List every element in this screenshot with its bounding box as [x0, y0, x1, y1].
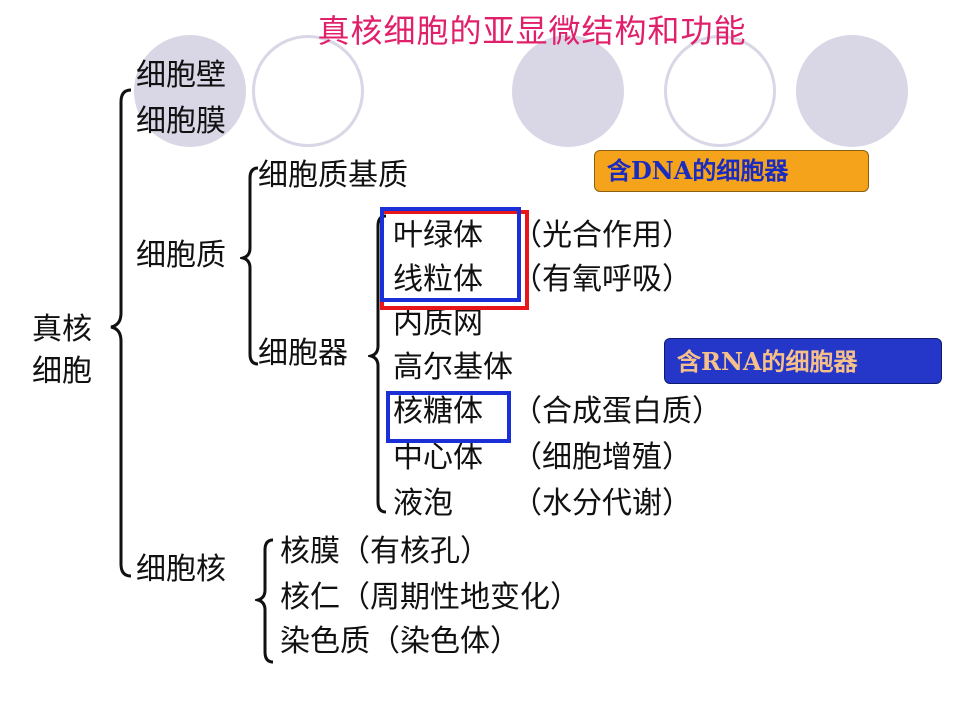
nucleus-label: 细胞核	[136, 552, 226, 587]
organelle-function: （有氧呼吸）	[512, 262, 692, 297]
nucleolus-label: 核仁（周期性地变化）	[280, 580, 580, 615]
cytoplasm-matrix-label: 细胞质基质	[258, 158, 408, 193]
organelle-name: 中心体	[393, 440, 483, 475]
decor-circle-2	[252, 35, 364, 147]
page-title: 真核细胞的亚显微结构和功能	[317, 12, 747, 50]
rna-organelle-callout: 含RNA的细胞器	[664, 338, 942, 384]
cytoplasm-label: 细胞质	[136, 238, 226, 273]
decor-circle-5	[796, 35, 908, 147]
rna-organelle-blue-box-ribosome	[386, 391, 511, 443]
organelle-function: （细胞增殖）	[512, 440, 692, 475]
organelle-brace	[368, 214, 387, 514]
organelle-name: 叶绿体	[393, 218, 483, 253]
organelle-name: 内质网	[393, 306, 483, 341]
nuclear-envelope-label: 核膜（有核孔）	[280, 534, 490, 569]
cell-membrane-label: 细胞膜	[136, 104, 226, 139]
decor-circle-4	[664, 35, 776, 147]
decor-circle-3	[512, 35, 624, 147]
organelle-function: （合成蛋白质）	[512, 394, 722, 429]
organelle-function: （水分代谢）	[512, 486, 692, 521]
root-brace	[110, 88, 132, 578]
organelle-name: 液泡	[393, 486, 453, 521]
organelle-name: 高尔基体	[393, 350, 513, 385]
organelle-name: 核糖体	[393, 394, 483, 429]
rna-organelle-blue-box-top	[380, 207, 521, 302]
dna-organelle-callout: 含DNA的细胞器	[594, 150, 869, 192]
cytoplasm-brace	[240, 166, 259, 366]
root-label-line1: 真核	[32, 312, 92, 347]
cell-wall-label: 细胞壁	[136, 58, 226, 93]
decor-circle-1	[134, 35, 246, 147]
organelle-function: （光合作用）	[512, 218, 692, 253]
chromatin-label: 染色质（染色体）	[280, 624, 520, 659]
root-label-line2: 细胞	[32, 354, 92, 389]
organelle-name: 线粒体	[393, 262, 483, 297]
nucleus-brace	[255, 538, 274, 664]
organelles-label: 细胞器	[258, 336, 348, 371]
